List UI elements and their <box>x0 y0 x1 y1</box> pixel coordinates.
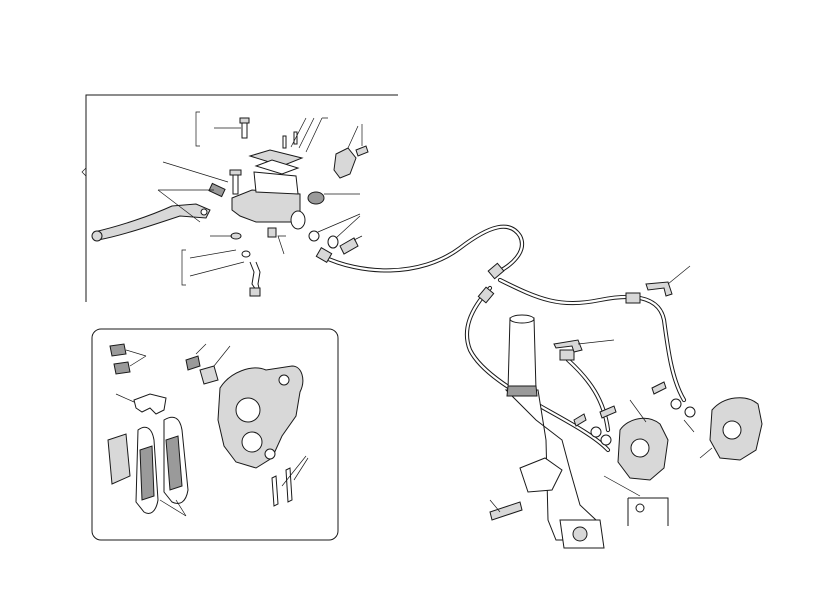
left-caliper-bolt-1 <box>599 405 617 419</box>
bleed-screw <box>573 413 587 427</box>
banjo-washer-1 <box>308 230 320 242</box>
pad-friction-inner <box>139 445 155 501</box>
banjo-bolt <box>339 237 359 255</box>
handlebar-clamp <box>333 147 357 179</box>
hose-clip-left <box>553 339 583 353</box>
pivot-nut <box>230 232 242 240</box>
lever-tip <box>91 230 103 242</box>
right-caliper-piston <box>722 420 742 440</box>
right-caliper-bolt <box>651 381 667 395</box>
caliper-mount-hole-1 <box>278 374 290 386</box>
cap-screw-2 <box>282 135 287 149</box>
reservoir-diaphragm <box>254 159 300 175</box>
fork-tube-top <box>509 314 535 324</box>
hose-fitting-2 <box>487 262 505 280</box>
brace-switch <box>181 249 186 286</box>
master-cylinder-outlet <box>290 210 306 230</box>
reservoir <box>253 171 299 195</box>
right-caliper-washer-2 <box>684 406 696 418</box>
hose-fitting-3 <box>477 286 495 304</box>
pad-spring <box>133 393 167 415</box>
right-caliper-assembled <box>651 381 763 461</box>
group-brace-left <box>81 167 87 177</box>
fork-dust-seal <box>506 385 538 397</box>
right-caliper-washer-1 <box>670 398 682 410</box>
pad-friction-outer <box>165 435 183 491</box>
cap-screw-1 <box>241 121 248 139</box>
clamp-bolt <box>355 145 369 157</box>
stop-switch-connector <box>249 287 261 297</box>
master-cylinder-group-frame <box>85 94 398 302</box>
hose-fitting-4 <box>625 292 641 304</box>
washer-inset <box>603 475 669 526</box>
hose-fitting-1 <box>315 246 333 264</box>
caliper-detail-body <box>217 365 304 469</box>
caliper-mount-tab <box>519 457 563 493</box>
caliper-detail-piston-1 <box>235 397 261 423</box>
brake-lever <box>93 203 211 241</box>
bleed-cap-1 <box>109 343 127 357</box>
fork-leg <box>489 314 605 549</box>
left-caliper-hose <box>464 285 611 453</box>
caliper-mount-hole-2 <box>264 448 276 460</box>
lever-spring <box>208 182 226 198</box>
pivot-bolt-head <box>229 169 242 176</box>
left-caliper-washer-1 <box>590 426 602 438</box>
boot <box>267 227 277 238</box>
pad-pin-1 <box>271 475 279 507</box>
pivot-bolt <box>232 173 239 195</box>
master-cylinder-body <box>231 189 301 223</box>
left-caliper-piston <box>630 438 650 458</box>
washer-inset-frame <box>627 497 669 526</box>
axle-hole <box>572 526 588 542</box>
fork-tube-upper <box>507 317 537 391</box>
caliper-detail-frame <box>91 328 339 541</box>
hose-clip-right <box>645 281 673 297</box>
master-cylinder-group <box>81 94 398 302</box>
hose-fitting-5 <box>559 349 575 361</box>
washer-inset-washer <box>635 503 645 513</box>
pad-shim <box>107 433 131 485</box>
banjo-washer-2 <box>327 235 339 249</box>
master-cylinder-leaders <box>157 117 363 277</box>
bleed-valve-cap <box>185 355 201 371</box>
brake-hoses <box>315 224 687 453</box>
bleed-valve <box>199 365 219 385</box>
fork-foot-bolt <box>489 501 523 521</box>
left-caliper-assembled <box>573 399 669 481</box>
switch-washer <box>241 250 251 258</box>
cap-screw-1-head <box>239 117 250 124</box>
left-caliper-washer-2 <box>600 434 612 446</box>
lever-pivot <box>200 208 208 216</box>
reservoir-boot <box>307 191 325 205</box>
bleed-cap-2 <box>113 361 131 375</box>
pad-pin-2 <box>285 467 293 503</box>
caliper-detail-group <box>91 328 339 541</box>
brace-screws <box>195 111 200 147</box>
caliper-detail-piston-2 <box>241 431 263 453</box>
